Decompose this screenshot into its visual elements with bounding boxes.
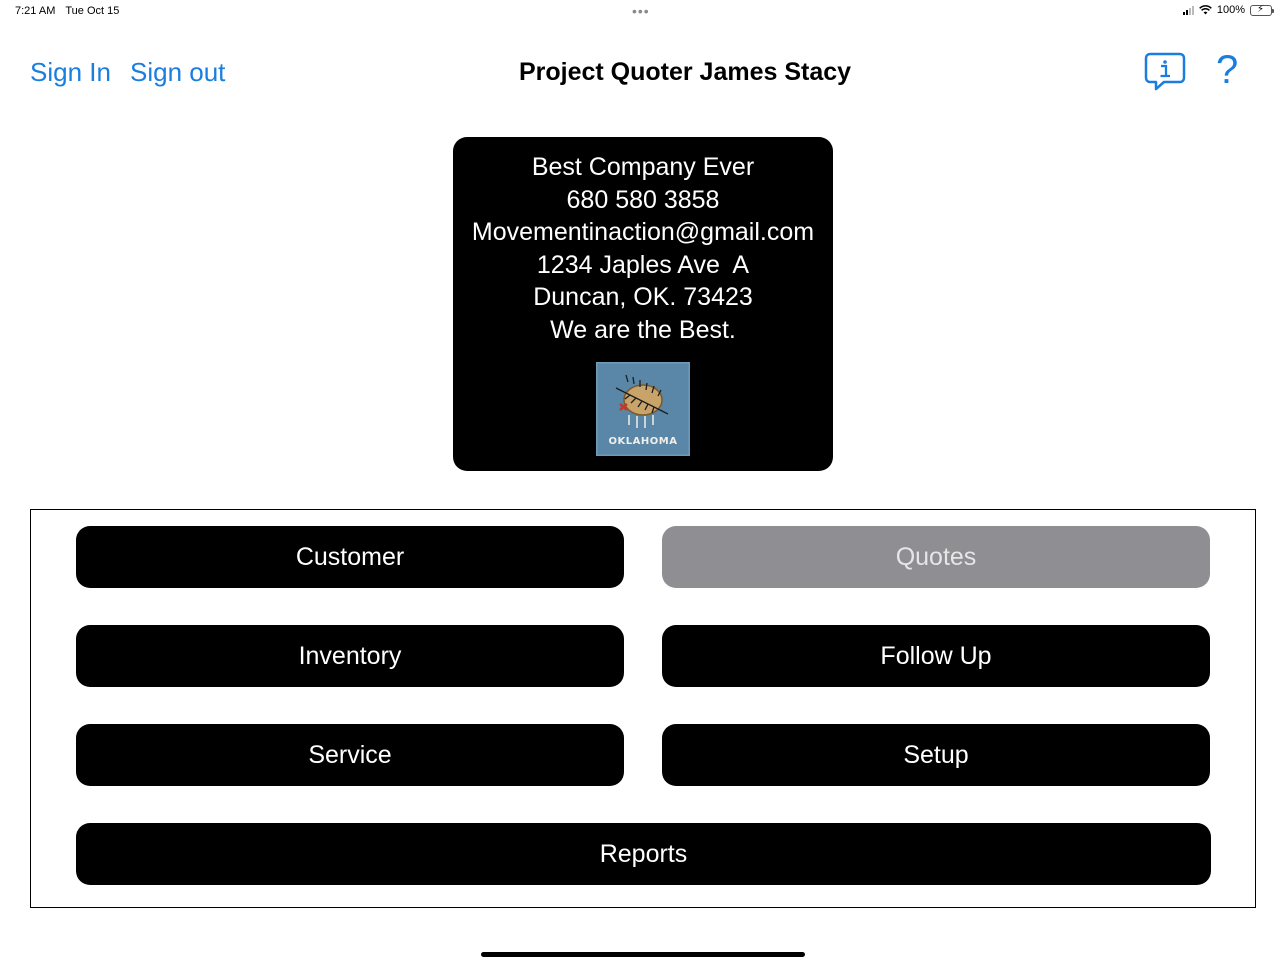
home-indicator[interactable] [481,952,805,957]
setup-button[interactable]: Setup [662,724,1210,786]
main-menu-panel: Customer Quotes Inventory Follow Up Serv… [30,509,1256,908]
wifi-icon [1199,5,1212,15]
page-title: Project Quoter James Stacy [518,58,852,86]
company-phone: 680 580 3858 [566,185,720,214]
company-email: Movementinaction@gmail.com [471,218,815,246]
status-bar-right: 100% ⚡ [1182,4,1274,16]
cellular-signal-icon [1182,5,1194,15]
company-address-line1: 1234 Japles Ave A [536,250,750,279]
info-bubble-icon [1144,52,1186,91]
status-time: 7:21 AM [15,5,56,17]
battery-icon: ⚡ [1250,4,1274,16]
info-button[interactable] [1144,52,1186,92]
follow-up-button[interactable]: Follow Up [662,625,1210,687]
multitasking-dots-icon[interactable]: ••• [632,3,650,19]
company-name: Best Company Ever [531,153,755,181]
reports-button[interactable]: Reports [76,823,1211,885]
company-slogan: We are the Best. [550,315,736,344]
company-address-line2: Duncan, OK. 73423 [533,283,753,311]
sign-in-button[interactable]: Sign In [30,57,111,87]
customer-button[interactable]: Customer [76,526,624,588]
help-button[interactable]: ? [1216,48,1239,92]
flag-logo-text: OKLAHOMA [609,436,678,447]
quotes-button[interactable]: Quotes [662,526,1210,588]
oklahoma-flag-logo: OKLAHOMA [596,362,690,456]
inventory-button[interactable]: Inventory [76,625,624,687]
company-info-card: Best Company Ever 680 580 3858 Movementi… [453,137,833,471]
status-bar-left: 7:21 AM Tue Oct 15 [15,5,119,17]
status-date: Tue Oct 15 [65,5,120,17]
battery-percent: 100% [1216,4,1245,16]
service-button[interactable]: Service [76,724,624,786]
sign-out-button[interactable]: Sign out [130,57,226,87]
